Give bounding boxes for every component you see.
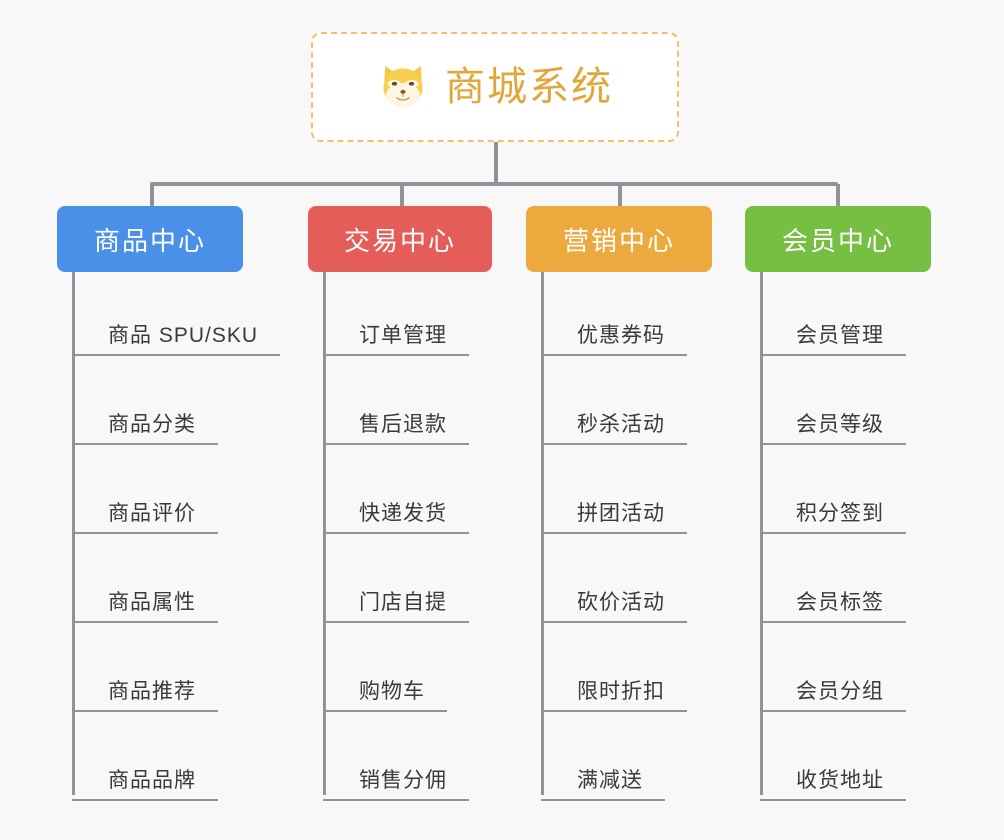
leaf-underline	[541, 443, 687, 445]
leaf-label: 砍价活动	[577, 590, 665, 614]
leaf-list-0: 商品 SPU/SKU 商品分类 商品评价 商品属性 商品推荐 商品品牌	[72, 272, 280, 806]
leaf-label: 秒杀活动	[577, 412, 665, 436]
leaf-label: 会员分组	[796, 679, 884, 703]
root-node[interactable]: 商城系统	[311, 32, 679, 142]
leaf-underline	[541, 710, 687, 712]
leaf-underline	[760, 354, 906, 356]
list-item[interactable]: 快递发货	[323, 450, 492, 539]
list-item[interactable]: 积分签到	[760, 450, 931, 539]
category-title-1: 交易中心	[343, 225, 456, 256]
leaf-underline	[72, 532, 218, 534]
leaf-label: 满减送	[577, 768, 643, 792]
category-title-0: 商品中心	[93, 225, 206, 256]
leaf-label: 会员等级	[796, 412, 884, 436]
category-column-0: 商品中心 商品 SPU/SKU 商品分类 商品评价 商品属性 商品推荐	[57, 206, 280, 806]
list-item[interactable]: 优惠券码	[541, 272, 712, 361]
category-header-0[interactable]: 商品中心	[57, 206, 243, 272]
leaf-underline	[323, 443, 469, 445]
leaf-label: 商品品牌	[108, 768, 196, 792]
leaf-underline	[323, 354, 469, 356]
leaf-label: 拼团活动	[577, 501, 665, 525]
list-item[interactable]: 商品品牌	[72, 717, 243, 806]
list-item[interactable]: 会员分组	[760, 628, 931, 717]
leaf-label: 会员管理	[796, 323, 884, 347]
category-column-3: 会员中心 会员管理 会员等级 积分签到 会员标签 会员分组	[745, 206, 931, 806]
category-header-1[interactable]: 交易中心	[308, 206, 492, 272]
list-item[interactable]: 商品 SPU/SKU	[72, 272, 280, 361]
leaf-label: 商品推荐	[108, 679, 196, 703]
leaf-underline	[760, 443, 906, 445]
category-title-2: 营销中心	[562, 225, 675, 256]
list-item[interactable]: 会员标签	[760, 539, 931, 628]
leaf-underline	[72, 799, 218, 801]
list-item[interactable]: 砍价活动	[541, 539, 712, 628]
list-item[interactable]: 门店自提	[323, 539, 492, 628]
list-item[interactable]: 拼团活动	[541, 450, 712, 539]
leaf-label: 商品评价	[108, 501, 196, 525]
leaf-underline	[72, 443, 218, 445]
shiba-dog-icon	[383, 65, 423, 110]
list-item[interactable]: 购物车	[323, 628, 492, 717]
connector-horizontal-bus	[150, 182, 838, 186]
category-title-3: 会员中心	[781, 225, 894, 256]
leaf-underline	[72, 354, 280, 356]
leaf-label: 限时折扣	[577, 679, 665, 703]
leaf-label: 收货地址	[796, 768, 884, 792]
leaf-label: 优惠券码	[577, 323, 665, 347]
leaf-underline	[323, 621, 469, 623]
leaf-underline	[541, 354, 687, 356]
connector-drop-3	[836, 184, 840, 208]
leaf-label: 会员标签	[796, 590, 884, 614]
leaf-underline	[541, 799, 665, 801]
list-item[interactable]: 订单管理	[323, 272, 492, 361]
leaf-label: 购物车	[359, 679, 425, 703]
leaf-label: 商品属性	[108, 590, 196, 614]
list-item[interactable]: 商品分类	[72, 361, 243, 450]
leaf-underline	[541, 532, 687, 534]
leaf-underline	[760, 532, 906, 534]
list-item[interactable]: 秒杀活动	[541, 361, 712, 450]
list-item[interactable]: 销售分佣	[323, 717, 492, 806]
leaf-underline	[72, 621, 218, 623]
category-header-3[interactable]: 会员中心	[745, 206, 931, 272]
root-title: 商城系统	[445, 65, 613, 109]
list-item[interactable]: 售后退款	[323, 361, 492, 450]
list-item[interactable]: 限时折扣	[541, 628, 712, 717]
leaf-list-2: 优惠券码 秒杀活动 拼团活动 砍价活动 限时折扣 满减送	[541, 272, 712, 806]
list-item[interactable]: 收货地址	[760, 717, 931, 806]
list-item[interactable]: 满减送	[541, 717, 712, 806]
list-item[interactable]: 商品推荐	[72, 628, 243, 717]
leaf-label: 销售分佣	[359, 768, 447, 792]
connector-drop-2	[618, 184, 622, 208]
list-item[interactable]: 会员等级	[760, 361, 931, 450]
list-item[interactable]: 商品评价	[72, 450, 243, 539]
leaf-underline	[72, 710, 218, 712]
leaf-underline	[760, 621, 906, 623]
leaf-list-1: 订单管理 售后退款 快递发货 门店自提 购物车 销售分佣	[323, 272, 492, 806]
leaf-label: 售后退款	[359, 412, 447, 436]
leaf-label: 积分签到	[796, 501, 884, 525]
leaf-underline	[760, 799, 906, 801]
connector-drop-1	[400, 184, 404, 208]
category-header-2[interactable]: 营销中心	[526, 206, 712, 272]
leaf-label: 门店自提	[359, 590, 447, 614]
leaf-label: 快递发货	[359, 501, 447, 525]
leaf-underline	[541, 621, 687, 623]
list-item[interactable]: 会员管理	[760, 272, 931, 361]
leaf-label: 订单管理	[359, 323, 447, 347]
connector-drop-0	[150, 184, 154, 208]
category-column-1: 交易中心 订单管理 售后退款 快递发货 门店自提 购物车	[308, 206, 492, 806]
leaf-underline	[760, 710, 906, 712]
list-item[interactable]: 商品属性	[72, 539, 243, 628]
leaf-underline	[323, 532, 469, 534]
leaf-list-3: 会员管理 会员等级 积分签到 会员标签 会员分组 收货地址	[760, 272, 931, 806]
leaf-underline	[323, 710, 447, 712]
leaf-label: 商品分类	[108, 412, 196, 436]
leaf-underline	[323, 799, 469, 801]
category-column-2: 营销中心 优惠券码 秒杀活动 拼团活动 砍价活动 限时折扣	[526, 206, 712, 806]
connector-root-stem	[494, 142, 498, 184]
leaf-label: 商品 SPU/SKU	[108, 323, 259, 347]
